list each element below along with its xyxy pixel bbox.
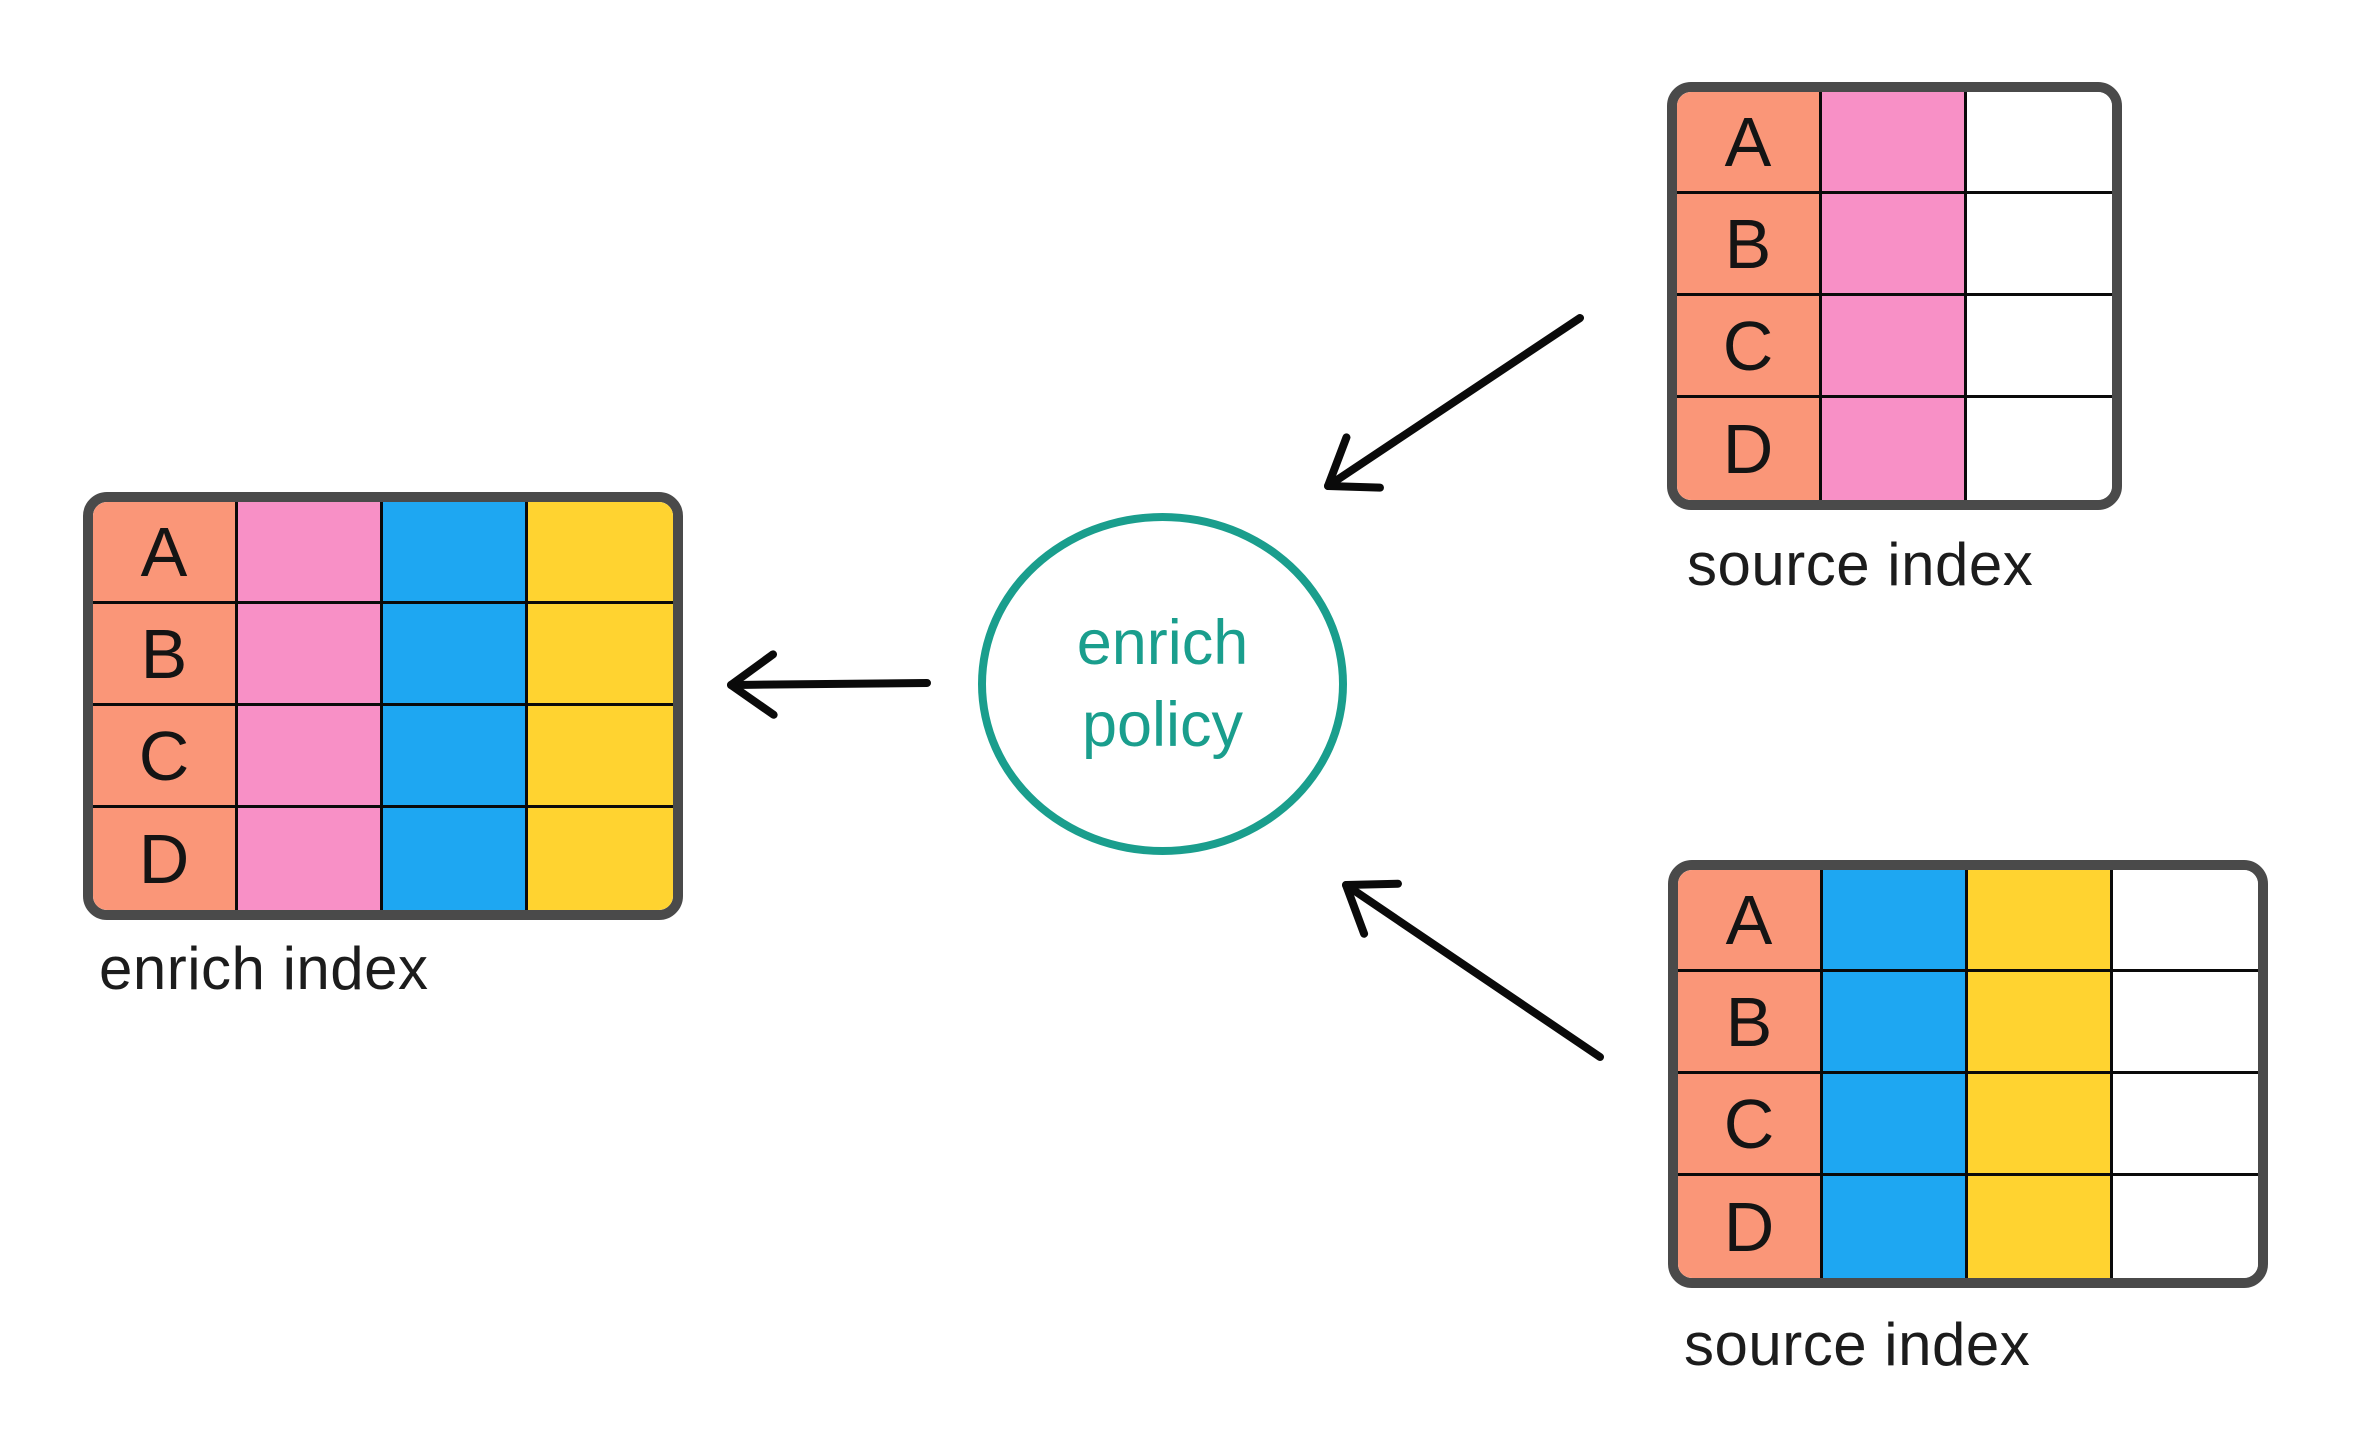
table-cell-D-col3 (383, 808, 528, 910)
table-cell-C-col1: C (93, 706, 238, 808)
table-cell-C-col3 (383, 706, 528, 808)
table-cell-B-col2 (1822, 194, 1967, 296)
table-cell-B-col4 (528, 604, 673, 706)
table-cell-A-col3 (1967, 92, 2112, 194)
arrow-bottom-source-to-policy-head (1342, 881, 1369, 938)
table-cell-D-col1: D (1678, 1176, 1823, 1278)
table-cell-C-col4 (528, 706, 673, 808)
arrow-policy-to-enrich-index-head (727, 681, 778, 719)
arrow-top-source-to-policy-head (1324, 433, 1351, 490)
enrich-index-table-label: enrich index (99, 935, 429, 1002)
table-cell-B-col2 (238, 604, 383, 706)
table-cell-D-col3 (1967, 398, 2112, 500)
table-cell-B-col4 (2113, 972, 2258, 1074)
table-cell-A-col4 (2113, 870, 2258, 972)
arrow-bottom-source-to-policy-head (1342, 879, 1402, 889)
table-cell-A-col1: A (93, 502, 238, 604)
table-cell-C-col2 (1822, 296, 1967, 398)
table-cell-A-col1: A (1677, 92, 1822, 194)
arrow-policy-to-enrich-index-head (727, 650, 778, 689)
table-cell-B-col3 (383, 604, 528, 706)
arrow-policy-to-enrich-index-shaft (732, 679, 931, 689)
table-cell-C-col3 (1968, 1074, 2113, 1176)
table-cell-B-col1: B (1678, 972, 1823, 1074)
arrow-top-source-to-policy-shaft (1328, 314, 1584, 487)
table-cell-C-col1: C (1678, 1074, 1823, 1176)
table-cell-B-col1: B (1677, 194, 1822, 296)
table-cell-C-col1: C (1677, 296, 1822, 398)
table-cell-D-col4 (528, 808, 673, 910)
table-cell-D-col2 (238, 808, 383, 910)
table-cell-D-col3 (1968, 1176, 2113, 1278)
table-cell-D-col1: D (93, 808, 238, 910)
source-index-table-top-label: source index (1687, 531, 2034, 598)
table-cell-C-col4 (2113, 1074, 2258, 1176)
enrich-policy-circle: enrich policy (978, 513, 1347, 855)
enrich-policy-label-line1: enrich (1076, 608, 1249, 678)
table-cell-D-col1: D (1677, 398, 1822, 500)
table-cell-A-col3 (383, 502, 528, 604)
table-cell-D-col4 (2113, 1176, 2258, 1278)
source-index-table-bottom-label: source index (1684, 1311, 2031, 1378)
table-cell-A-col3 (1968, 870, 2113, 972)
arrow-bottom-source-to-policy-shaft (1346, 884, 1604, 1061)
table-cell-A-col4 (528, 502, 673, 604)
table-cell-C-col3 (1967, 296, 2112, 398)
table-cell-A-col1: A (1678, 870, 1823, 972)
table-cell-B-col3 (1967, 194, 2112, 296)
table-cell-C-col2 (238, 706, 383, 808)
table-cell-A-col2 (1823, 870, 1968, 972)
arrow-top-source-to-policy-head (1324, 482, 1384, 492)
table-cell-B-col2 (1823, 972, 1968, 1074)
table-cell-A-col2 (238, 502, 383, 604)
table-cell-D-col2 (1823, 1176, 1968, 1278)
table-cell-B-col1: B (93, 604, 238, 706)
table-cell-A-col2 (1822, 92, 1967, 194)
table-cell-C-col2 (1823, 1074, 1968, 1176)
table-cell-B-col3 (1968, 972, 2113, 1074)
table-cell-D-col2 (1822, 398, 1967, 500)
enrich-policy-label-line2: policy (1081, 690, 1244, 760)
